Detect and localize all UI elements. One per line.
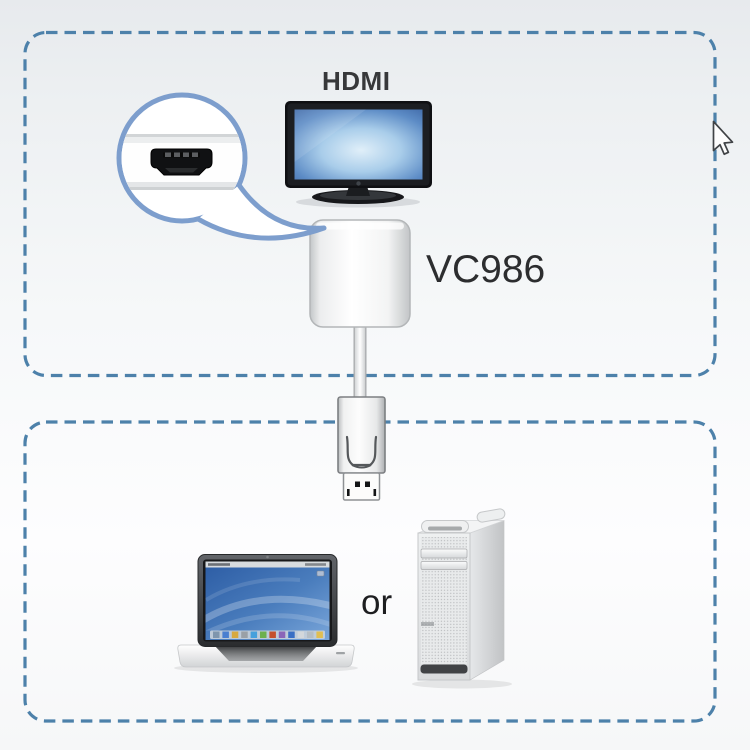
hdmi-label: HDMI	[322, 66, 391, 96]
top-section-box	[23, 30, 717, 378]
desktop-tower-icon	[412, 508, 512, 689]
hdmi-display-icon	[285, 101, 432, 208]
model-label: VC986	[426, 248, 546, 291]
mouse-cursor-icon	[712, 120, 734, 156]
displayport-cable-icon	[353, 320, 367, 402]
hdmi-port-closeup-icon	[116, 92, 327, 241]
or-label: or	[361, 583, 393, 622]
laptop-icon	[174, 554, 358, 673]
displayport-connector-icon	[337, 396, 386, 501]
vc986-adapter-icon	[309, 219, 411, 328]
